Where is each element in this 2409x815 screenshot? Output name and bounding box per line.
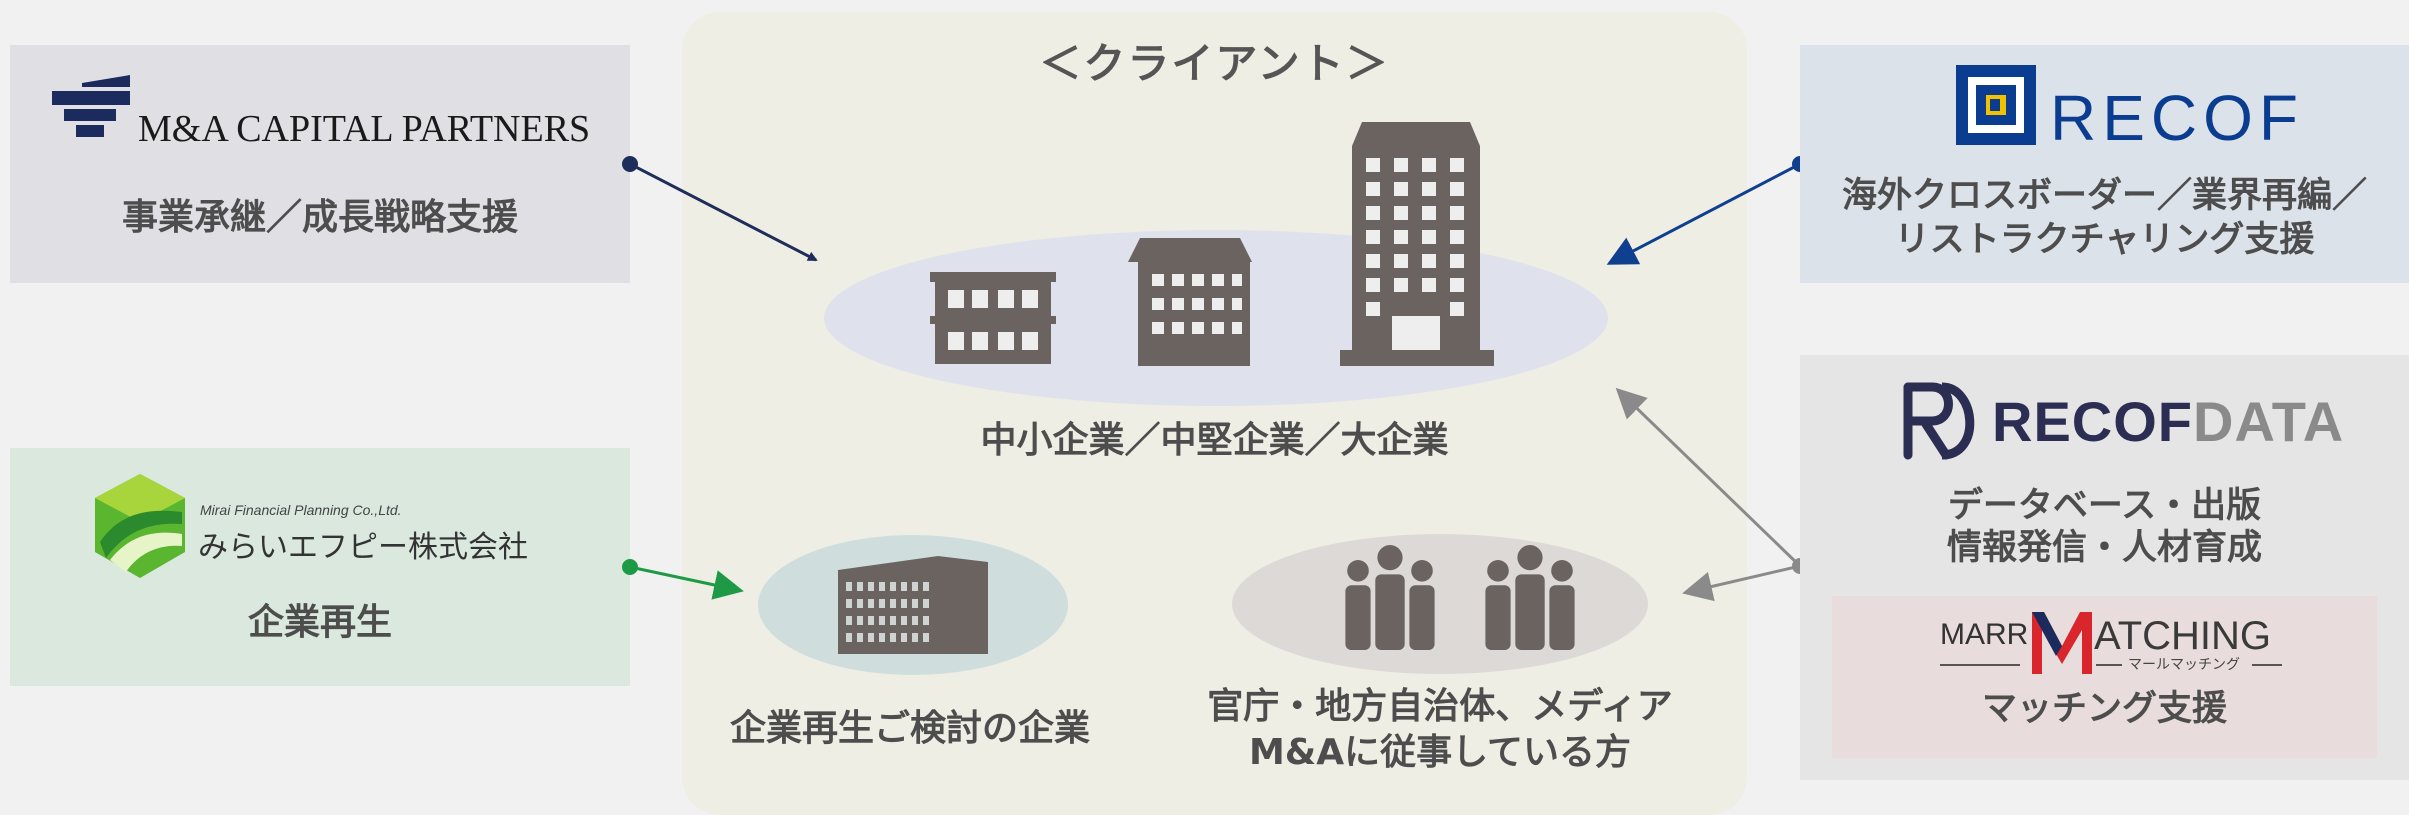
- recofdata-service-line2: 情報発信・人材育成: [1946, 528, 2262, 568]
- mirai-logo-big-text: みらいエフピー株式会社: [198, 530, 528, 565]
- marr-m-logo-icon: [2032, 612, 2092, 674]
- mirai-logo-icon: [95, 474, 185, 578]
- recof-arrow: [1606, 156, 1808, 265]
- recof-panel: RECOF 海外クロスボーダー／業界再編／ リストラクチャリング支援: [1800, 45, 2409, 283]
- marr-logo-rule-right: [2096, 664, 2122, 666]
- mac-logo-icon: [52, 75, 130, 137]
- mac-logo-text: M&A CAPITAL PARTNERS: [138, 108, 591, 150]
- mirai-logo-small-text: Mirai Financial Planning Co.,Ltd.: [200, 502, 402, 518]
- marr-logo-right-text: ATCHING: [2094, 614, 2272, 658]
- mac-service-label: 事業承継／成長戦略支援: [121, 197, 518, 238]
- recofdata-logo-part1: RECOF: [1992, 390, 2193, 453]
- public-media-label-line1: 官庁・地方自治体、メディア: [1207, 686, 1673, 727]
- marr-logo-sub-text: マールマッチング: [2128, 656, 2240, 672]
- client-panel: [682, 12, 1747, 815]
- recof-service-line1: 海外クロスボーダー／業界再編／: [1841, 176, 2367, 216]
- mac-arrow: [622, 156, 818, 262]
- mac-panel: M&A CAPITAL PARTNERS 事業承継／成長戦略支援: [10, 45, 630, 283]
- mirai-service-label: 企業再生: [247, 602, 392, 643]
- recofdata-logo-part2: DATA: [2193, 390, 2345, 453]
- marr-panel: MARR ATCHING マールマッチング マッチング支援: [1832, 596, 2377, 758]
- marr-logo-left-text: MARR: [1940, 618, 2029, 651]
- marr-logo-rule-left: [1940, 664, 2020, 666]
- recof-logo-icon: [1956, 65, 2036, 145]
- restructuring-companies-label: 企業再生ご検討の企業: [729, 708, 1090, 749]
- recof-logo-text: RECOF: [2050, 82, 2304, 154]
- people-group-icon: [1345, 545, 1575, 650]
- recof-service-line2: リストラクチャリング支援: [1894, 220, 2315, 260]
- small-building-icon: [930, 272, 1056, 364]
- marr-service-label: マッチング支援: [1981, 689, 2227, 729]
- mirai-panel: Mirai Financial Planning Co.,Ltd. みらいエフピ…: [10, 448, 630, 686]
- factory-building-icon: [838, 556, 988, 654]
- large-companies-label: 中小企業／中堅企業／大企業: [980, 420, 1449, 461]
- marr-logo-rule-right2: [2252, 664, 2282, 666]
- mirai-arrow: [622, 559, 744, 600]
- public-media-label-line2: M&Aに従事している方: [1248, 732, 1631, 773]
- recofdata-logo-icon: [1903, 382, 1975, 460]
- recofdata-logo-text: RECOFDATA: [1992, 389, 2344, 454]
- client-title: ＜クライアント＞: [1039, 39, 1390, 88]
- recofdata-service-line1: データベース・出版: [1947, 486, 2262, 526]
